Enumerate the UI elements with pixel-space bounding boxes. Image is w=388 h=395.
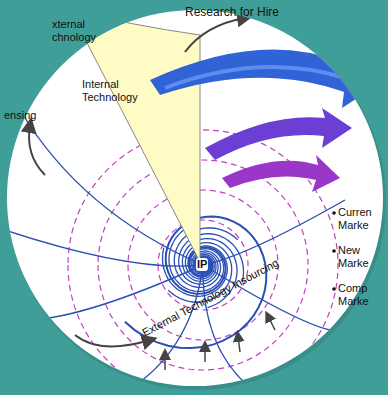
diagram-label: xternal chnology [52,18,104,43]
spiral-line [98,160,308,370]
diagram-label: Internal Technology [82,78,152,103]
diagram-label: Comp Marke [338,282,378,307]
diagram-label: New Marke [338,244,378,269]
diagram-label: Curren Marke [338,206,378,231]
diagram-label: ensing [4,109,36,122]
diagram-label: IP [196,258,208,271]
spiral-line [195,257,211,273]
spiral-line [203,200,345,265]
diagram-label: Research for Hire [185,6,279,20]
spiral-line [5,230,203,266]
